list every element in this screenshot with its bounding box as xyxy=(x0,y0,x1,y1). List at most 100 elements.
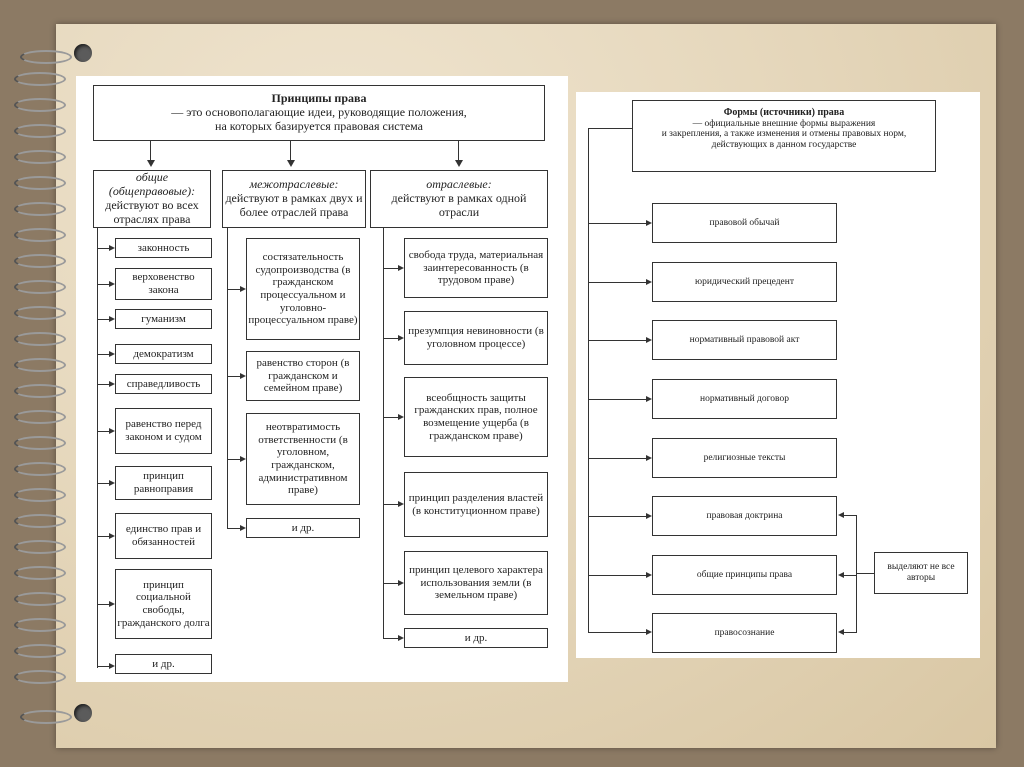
connector-line xyxy=(97,666,109,667)
principle-democracy: демократизм xyxy=(115,344,212,364)
column-head-intersectoral: межотраслевые: действуют в рамках двух и… xyxy=(222,170,366,228)
arrow-right-icon xyxy=(109,245,115,251)
connector-line xyxy=(97,384,109,385)
source-general-principles: общие принципы права xyxy=(652,555,837,595)
arrow-right-icon xyxy=(398,635,404,641)
connector-line xyxy=(227,528,240,529)
spiral-ring-icon xyxy=(14,410,66,424)
arrow-right-icon xyxy=(240,525,246,531)
arrow-right-icon xyxy=(398,501,404,507)
spiral-ring-icon xyxy=(14,540,66,554)
sources-definition-line1: — официальные внешние формы выражения xyxy=(693,119,876,130)
spiral-ring-icon xyxy=(14,72,66,86)
spiral-ring-icon xyxy=(14,306,66,320)
arrow-right-icon xyxy=(109,351,115,357)
arrow-right-icon xyxy=(109,663,115,669)
column-head-general-italic: общие xyxy=(136,171,168,185)
connector-line xyxy=(97,431,109,432)
sources-title: Формы (источники) права xyxy=(724,107,844,119)
binding-hole-top xyxy=(74,44,92,62)
principle-protection-of-civil-rights: всеобщность защиты гражданских прав, пол… xyxy=(404,377,548,457)
column-head-sectoral-text: действуют в рамках одной отрасли xyxy=(371,192,547,220)
sources-spine xyxy=(588,128,589,632)
connector-line xyxy=(383,638,398,639)
principle-social-freedom: принцип социальной свободы, гражданского… xyxy=(115,569,212,639)
connector-line xyxy=(588,128,632,129)
connector-line xyxy=(856,573,874,574)
spiral-ring-icon xyxy=(14,514,66,528)
source-normative-agreement: нормативный договор xyxy=(652,379,837,419)
principle-presumption-of-innocence: презумпция невиновности (в уголовном про… xyxy=(404,311,548,365)
spiral-ring-icon xyxy=(14,332,66,346)
principle-unity-of-rights-and-duties: единство прав и обязанностей xyxy=(115,513,212,559)
source-normative-legal-act: нормативный правовой акт xyxy=(652,320,837,360)
principle-freedom-of-labor: свобода труда, материальная заинтересова… xyxy=(404,238,548,298)
principles-definition-line1: — это основополагающие идеи, руководящие… xyxy=(171,106,467,120)
spiral-ring-icon xyxy=(14,670,66,684)
connector-line xyxy=(97,536,109,537)
connector-line xyxy=(588,458,646,459)
column-head-general-italic2: (общеправовые): xyxy=(109,185,195,199)
arrow-right-icon xyxy=(109,381,115,387)
column-head-sectoral: отраслевые: действуют в рамках одной отр… xyxy=(370,170,548,228)
spiral-ring-icon xyxy=(14,124,66,138)
arrow-right-icon xyxy=(398,414,404,420)
principle-sectoral-etc: и др. xyxy=(404,628,548,648)
arrow-right-icon xyxy=(646,455,652,461)
source-judicial-precedent: юридический прецедент xyxy=(652,262,837,302)
column-general-spine xyxy=(97,228,98,668)
side-note-box: выделяют не все авторы xyxy=(874,552,968,594)
arrow-right-icon xyxy=(646,572,652,578)
connector-line xyxy=(97,284,109,285)
principle-equality-of-parties: равенство сторон (в гражданском и семейн… xyxy=(246,351,360,401)
connector-line xyxy=(383,338,398,339)
sources-definition-line2: и закрепления, а также изменения и отмен… xyxy=(662,129,907,140)
spiral-ring-icon xyxy=(14,618,66,632)
arrow-right-icon xyxy=(109,533,115,539)
connector-line xyxy=(290,141,291,161)
principle-intersectoral-etc: и др. xyxy=(246,518,360,538)
arrow-down-icon xyxy=(147,160,155,167)
spiral-ring-icon xyxy=(14,384,66,398)
connector-line xyxy=(227,459,240,460)
spiral-ring-icon xyxy=(14,202,66,216)
sources-title-box: Формы (источники) права — официальные вн… xyxy=(632,100,936,172)
connector-line xyxy=(458,141,459,161)
spiral-ring-icon xyxy=(14,280,66,294)
connector-line xyxy=(588,223,646,224)
spiral-ring-icon xyxy=(14,462,66,476)
connector-line xyxy=(844,515,856,516)
source-legal-custom: правовой обычай xyxy=(652,203,837,243)
connector-line xyxy=(588,575,646,576)
connector-line xyxy=(97,248,109,249)
principle-legality: законность xyxy=(115,238,212,258)
arrow-left-icon xyxy=(838,572,844,578)
arrow-right-icon xyxy=(646,513,652,519)
binding-hole-bottom xyxy=(74,704,92,722)
source-legal-consciousness: правосознание xyxy=(652,613,837,653)
principle-equality-before-law: равенство перед законом и судом xyxy=(115,408,212,454)
principle-separation-of-powers: принцип разделения властей (в конституци… xyxy=(404,472,548,537)
arrow-right-icon xyxy=(109,316,115,322)
column-head-intersectoral-italic: межотраслевые: xyxy=(249,178,338,192)
connector-line xyxy=(588,399,646,400)
connector-line xyxy=(97,354,109,355)
connector-line xyxy=(383,268,398,269)
connector-line xyxy=(383,417,398,418)
spiral-ring-icon xyxy=(14,228,66,242)
spiral-ring-icon xyxy=(14,176,66,190)
principle-inevitability-of-responsibility: неотвратимость ответственности (в уголов… xyxy=(246,413,360,505)
connector-line xyxy=(150,141,151,161)
side-note-bracket xyxy=(856,515,857,633)
arrow-right-icon xyxy=(109,428,115,434)
spiral-ring-icon xyxy=(14,644,66,658)
connector-line xyxy=(97,483,109,484)
spiral-ring-icon xyxy=(14,488,66,502)
principles-diagram-panel: Принципы права — это основополагающие ид… xyxy=(76,76,568,682)
sources-definition-line3: действующих в данном государстве xyxy=(712,140,857,151)
spiral-ring-icon xyxy=(14,566,66,580)
arrow-right-icon xyxy=(240,286,246,292)
source-legal-doctrine: правовая доктрина xyxy=(652,496,837,536)
principle-equal-rights: принцип равноправия xyxy=(115,466,212,500)
spiral-ring-icon xyxy=(20,710,72,724)
